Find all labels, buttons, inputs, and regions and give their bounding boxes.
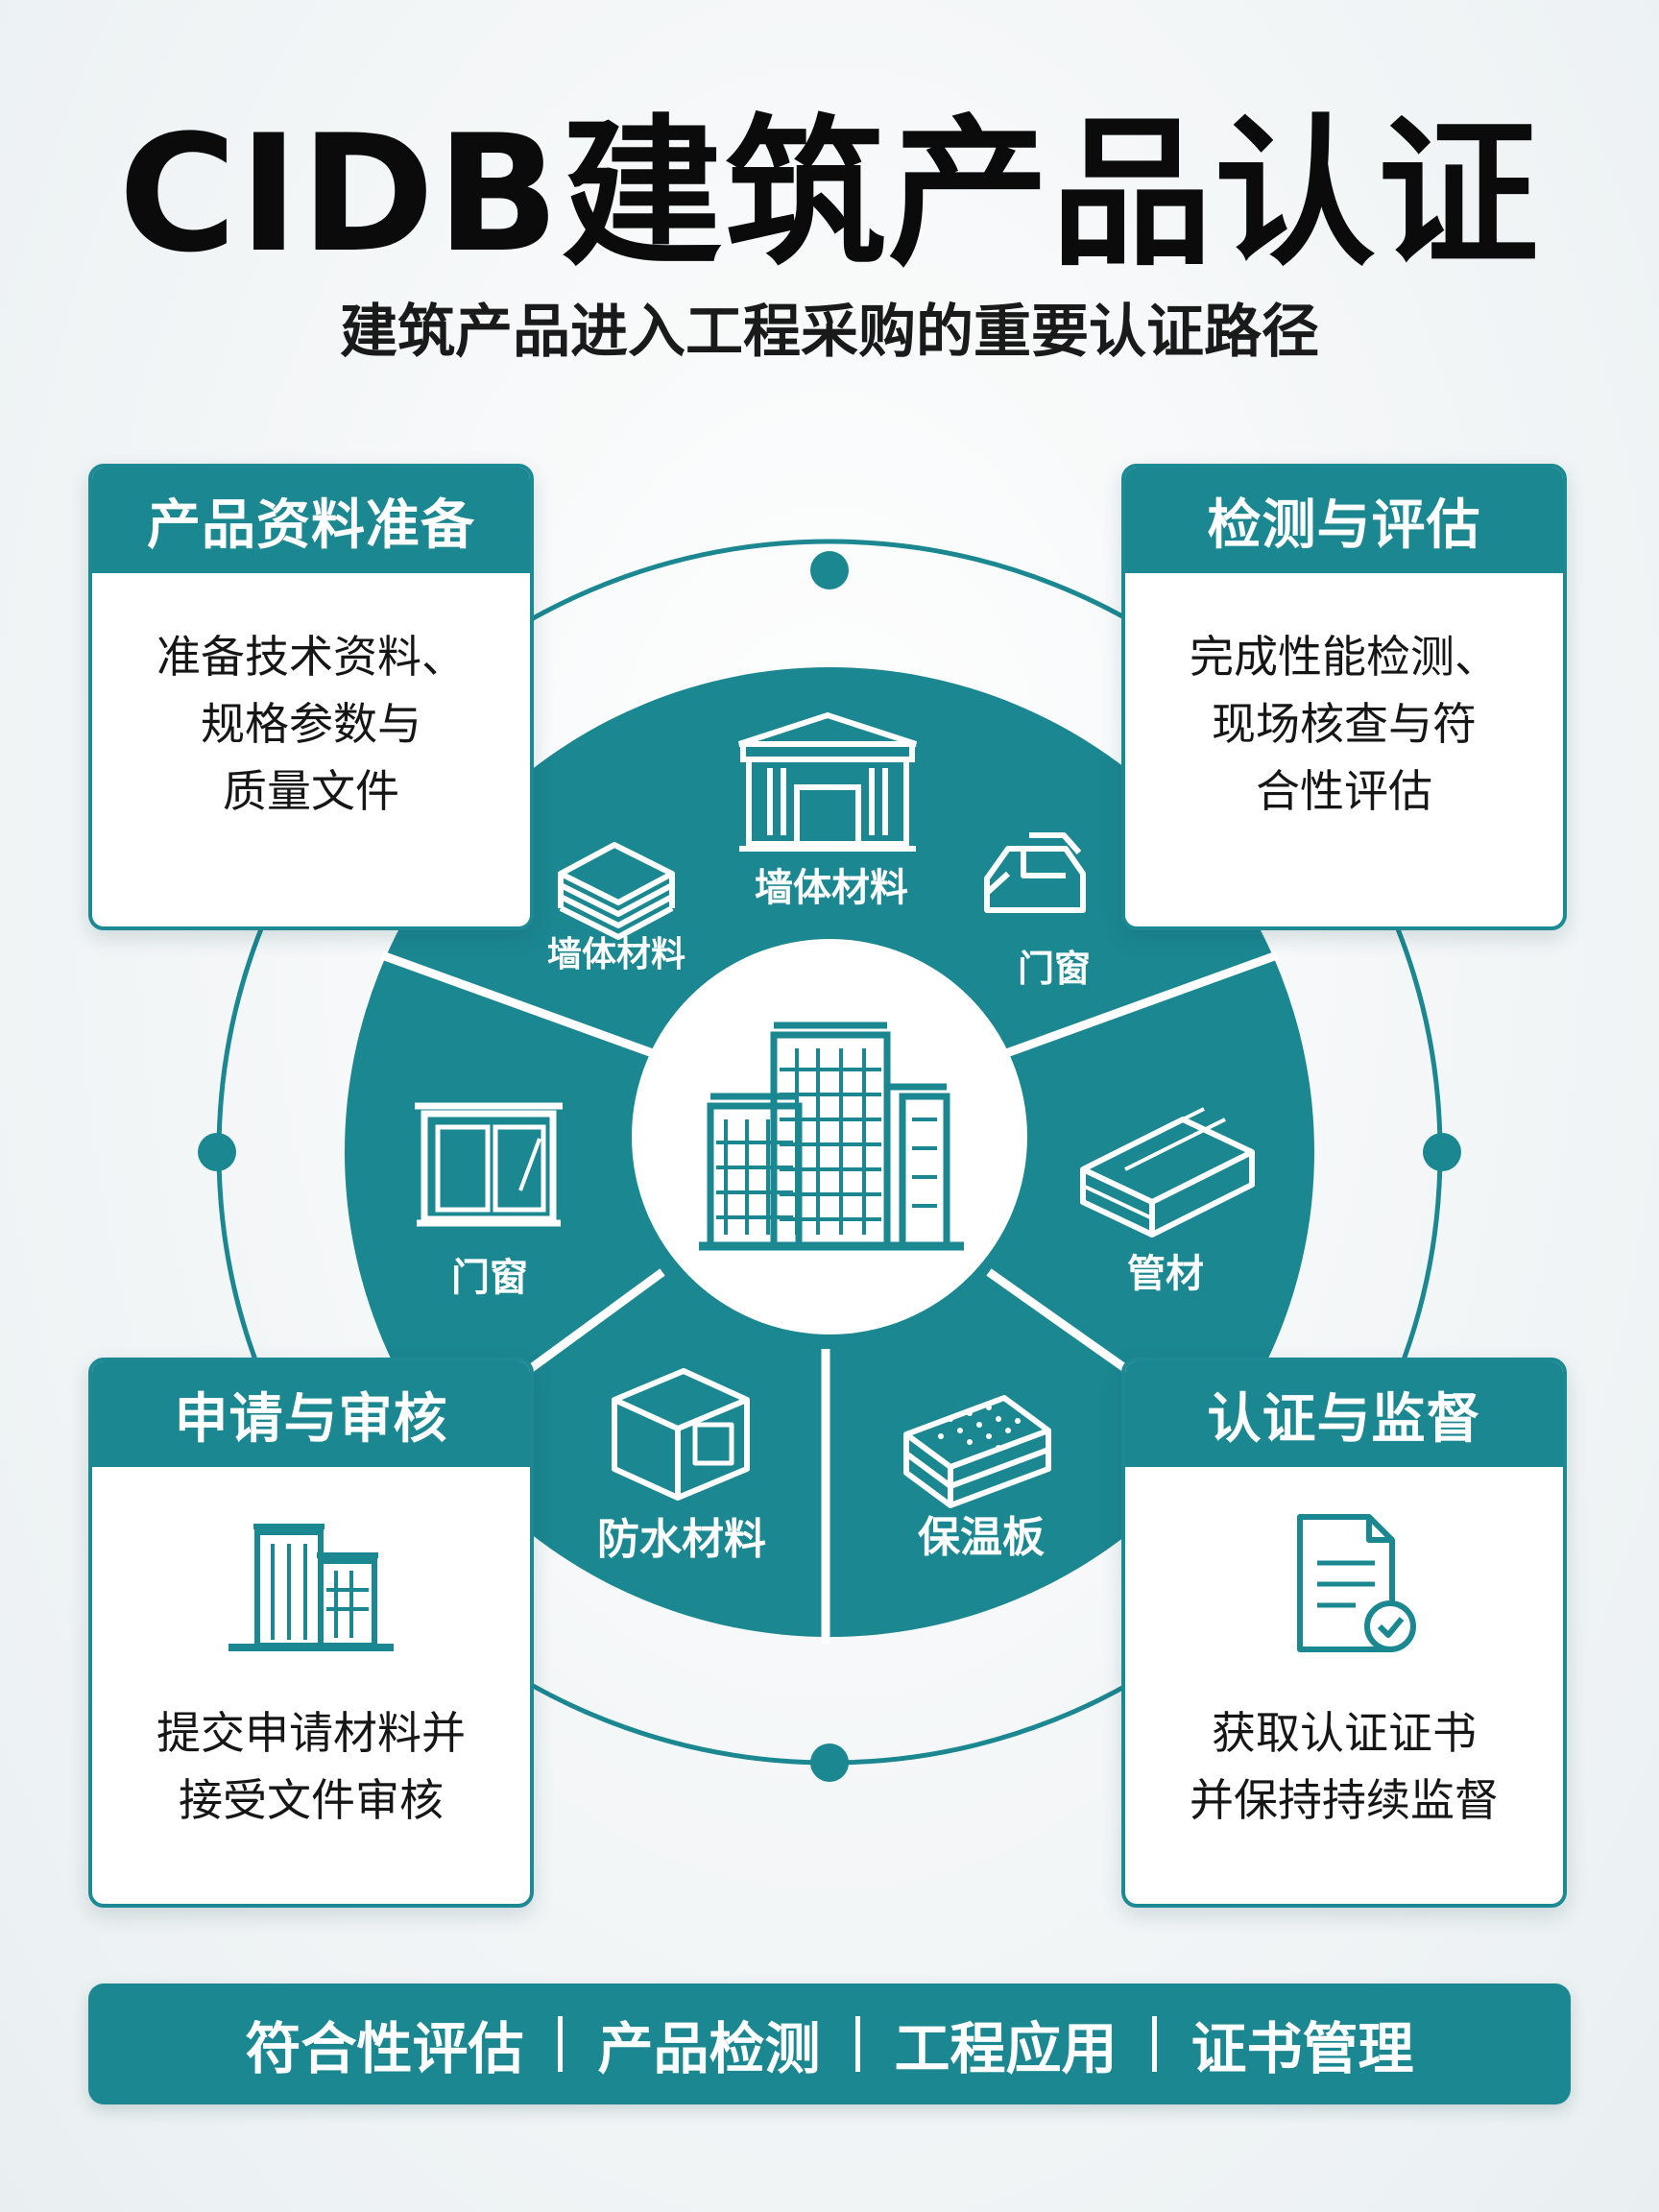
description-line: 并保持持续监督 xyxy=(1190,1774,1499,1826)
board-stack-icon xyxy=(558,842,675,940)
description-line: 获取认证证书 xyxy=(1212,1707,1477,1759)
step-card-description: 提交申请材料并 接受文件审核 xyxy=(92,1661,530,1834)
building-facade-icon xyxy=(738,711,917,852)
step-card-description: 完成性能检测、 现场核查与符 合性评估 xyxy=(1125,573,1563,825)
footer-item: 产品检测 xyxy=(597,2016,821,2081)
description-line: 完成性能检测、 xyxy=(1190,631,1499,683)
orbit-dot-top xyxy=(810,551,849,589)
step-card-title: 检测与评估 xyxy=(1125,468,1563,573)
window-frame-icon xyxy=(415,1102,563,1227)
certificate-document-icon xyxy=(1297,1514,1416,1652)
orbit-dot-right xyxy=(1423,1133,1461,1171)
page-subtitle: 建筑产品进入工程采购的重要认证路径 xyxy=(340,299,1319,366)
description-line: 规格参数与 xyxy=(201,698,421,750)
footer-item: 证书管理 xyxy=(1190,2016,1414,2081)
insulation-board-icon xyxy=(903,1395,1051,1508)
window-profile-icon xyxy=(984,832,1086,913)
step-card-description: 获取认证证书 并保持持续监督 xyxy=(1125,1661,1563,1834)
description-line: 提交申请材料并 xyxy=(156,1707,466,1759)
step-card-testing-assessment: 检测与评估 完成性能检测、 现场核查与符 合性评估 xyxy=(1121,464,1567,930)
step-card-application-review: 申请与审核 提交申请材料并 接受文件审核 xyxy=(88,1358,534,1908)
orbit-dot-left xyxy=(198,1133,236,1171)
wheel-segment-label: 管材 xyxy=(1127,1252,1204,1296)
wheel-center xyxy=(632,939,1027,1334)
office-building-icon xyxy=(228,1524,394,1651)
step-card-certification-supervision: 认证与监督 获取认证证书 并保持持续监督 xyxy=(1121,1358,1567,1908)
footer-summary-bar: 符合性评估 产品检测 工程应用 证书管理 xyxy=(88,1984,1571,2104)
description-line: 接受文件审核 xyxy=(179,1774,444,1826)
step-card-product-preparation: 产品资料准备 准备技术资料、 规格参数与 质量文件 xyxy=(88,464,534,930)
step-card-description: 准备技术资料、 规格参数与 质量文件 xyxy=(92,573,530,825)
footer-separator xyxy=(854,2016,860,2072)
waterproof-box-icon xyxy=(612,1368,750,1501)
step-card-title: 认证与监督 xyxy=(1125,1361,1563,1467)
wheel-segment-label: 门窗 xyxy=(1018,948,1091,990)
description-line: 质量文件 xyxy=(223,765,399,817)
pipe-bundle-icon xyxy=(1080,1107,1255,1238)
footer-item: 工程应用 xyxy=(894,2016,1118,2081)
skyscraper-buildings-icon xyxy=(699,1022,964,1251)
description-line: 现场核查与符 xyxy=(1212,698,1477,750)
footer-separator xyxy=(1151,2016,1157,2072)
description-line: 合性评估 xyxy=(1256,765,1432,817)
wheel-segment-label: 墙体材料 xyxy=(755,866,908,910)
footer-separator xyxy=(558,2016,564,2072)
step-card-title: 产品资料准备 xyxy=(92,468,530,573)
wheel-segment-label: 墙体材料 xyxy=(547,935,685,974)
page-title: CIDB建筑产品认证 xyxy=(118,100,1541,288)
footer-item: 符合性评估 xyxy=(245,2016,524,2081)
wheel-segment-label: 防水材料 xyxy=(597,1515,766,1564)
orbit-dot-bottom xyxy=(810,1743,849,1782)
step-card-title: 申请与审核 xyxy=(92,1361,530,1467)
wheel-segment-label: 门窗 xyxy=(451,1256,528,1300)
wheel-segment-label: 保温板 xyxy=(918,1513,1045,1562)
description-line: 准备技术资料、 xyxy=(156,631,466,683)
